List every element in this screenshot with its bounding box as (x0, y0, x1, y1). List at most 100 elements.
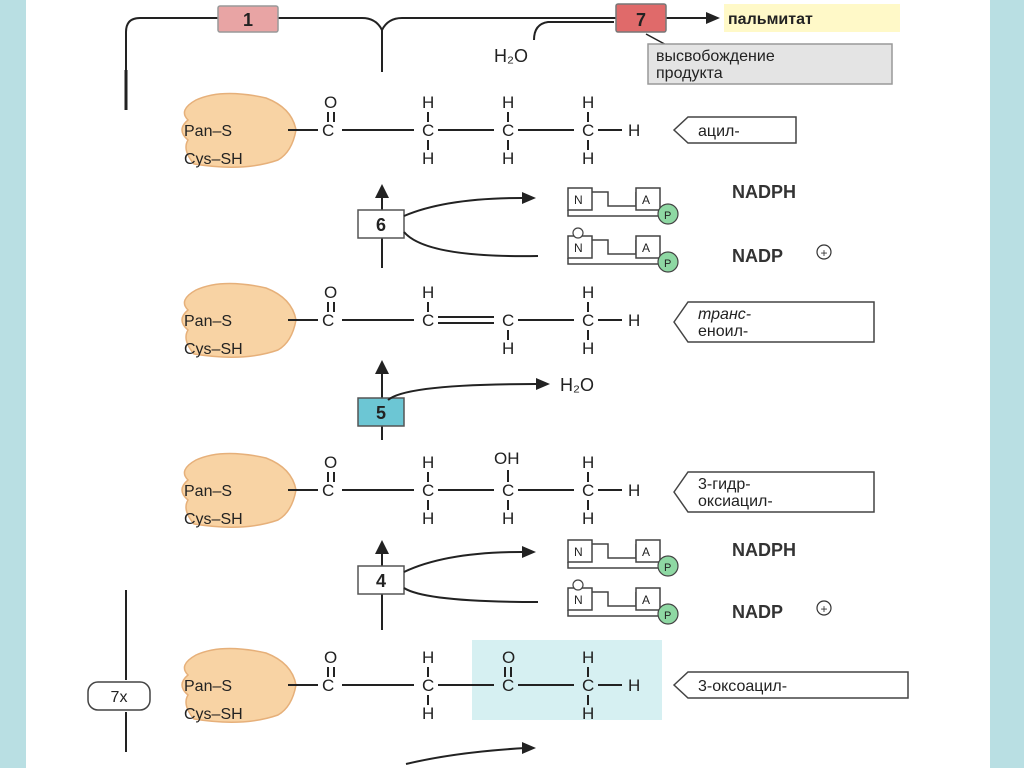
step-7-label: 7 (636, 10, 646, 30)
compound-label-text: еноил- (698, 323, 748, 340)
bottom-partial-arrow (405, 742, 536, 765)
svg-text:A: A (642, 193, 650, 207)
hydrogen-atom: H (502, 93, 514, 112)
enzyme-blob (181, 282, 297, 358)
compound-label-text: оксиацил- (698, 493, 773, 510)
compound-label-text: транс- (698, 306, 751, 323)
hydrogen-atom: H (422, 149, 434, 168)
hydrogen-atom: H (582, 93, 594, 112)
product-highlight (724, 4, 900, 32)
compound-label-text: 3-оксоацил- (698, 678, 787, 695)
hydrogen-atom: H (582, 453, 594, 472)
nadph-label-upper: NADPH (732, 182, 796, 202)
repeat-label: 7x (111, 689, 128, 706)
hydrogen-atom: H (422, 509, 434, 528)
keto-highlight (472, 640, 662, 720)
carbon-atom: C (322, 676, 334, 695)
water-output: H₂O (560, 375, 594, 395)
carbon-atom: C (502, 676, 514, 695)
carbon-atom: C (582, 311, 594, 330)
step-5-reaction: 5 H₂O (357, 360, 594, 440)
svg-text:P: P (664, 610, 671, 622)
carbon-atom: C (502, 481, 514, 500)
hydrogen-atom: H (502, 339, 514, 358)
nadp-label-upper: NADP (732, 246, 783, 266)
cys-sh-label: Cys–SH (184, 706, 243, 723)
compound-label-text: 3-гидр- (698, 476, 751, 493)
compound-label-tag (672, 116, 797, 144)
hydrogen-atom: H (422, 283, 434, 302)
cys-sh-label: Cys–SH (184, 341, 243, 358)
hydrogen-atom: H (582, 704, 594, 723)
step-4-box (357, 565, 405, 595)
svg-text:N: N (574, 545, 583, 559)
svg-text:P: P (664, 210, 671, 222)
hydrogen-atom: H (502, 149, 514, 168)
step-1-box (217, 5, 279, 33)
svg-text:N: N (574, 593, 583, 607)
svg-text:A: A (642, 593, 650, 607)
hydrogen-atom: H (422, 648, 434, 667)
hydrogen-atom: H (582, 149, 594, 168)
compound-label-tag (673, 471, 875, 513)
compound-label-text: ацил- (698, 123, 740, 140)
hydrogen-atom: H (628, 311, 640, 330)
oxygen-atom: O (324, 283, 337, 302)
carbon-atom: C (502, 121, 514, 140)
svg-text:+: + (820, 602, 827, 616)
svg-text:A: A (642, 545, 650, 559)
svg-text:N: N (574, 193, 583, 207)
nadp-label-lower: NADP (732, 602, 783, 622)
cys-sh-label: Cys–SH (184, 151, 243, 168)
release-label-1: высвобождение (656, 48, 775, 65)
cys-sh-label: Cys–SH (184, 511, 243, 528)
release-callout: высвобождение продукта (645, 33, 893, 85)
hydrogen-atom: H (582, 339, 594, 358)
carbon-atom: C (422, 121, 434, 140)
oxygen-atom: O (324, 93, 337, 112)
nadph-cofactor-icon: N A P (567, 187, 679, 225)
nadph-label-lower: NADPH (732, 540, 796, 560)
compound-label-tag (673, 301, 875, 343)
hydrogen-atom: H (422, 453, 434, 472)
step-6-box (357, 209, 405, 239)
hydrogen-atom: H (422, 93, 434, 112)
carbon-atom: C (422, 676, 434, 695)
carbon-atom: C (322, 121, 334, 140)
hydrogen-atom: H (582, 509, 594, 528)
plus-charge-icon: + (816, 244, 832, 260)
release-label-2: продукта (656, 65, 723, 82)
svg-text:P: P (664, 562, 671, 574)
carbon-atom: C (502, 311, 514, 330)
pan-s-label: Pan–S (184, 483, 232, 500)
svg-text:+: + (820, 246, 827, 260)
step-1-label: 1 (243, 10, 253, 30)
pan-s-label: Pan–S (184, 313, 232, 330)
step-4-reaction: 4 (357, 540, 539, 630)
svg-text:A: A (642, 241, 650, 255)
nadp-cofactor-icon: N A P (567, 227, 679, 273)
hydrogen-atom: H (502, 509, 514, 528)
carbon-atom: C (322, 311, 334, 330)
enzyme-blob (181, 452, 297, 528)
oxygen-atom: O (324, 648, 337, 667)
hydrogen-atom: H (628, 121, 640, 140)
enzyme-blob (181, 647, 297, 723)
svg-text:N: N (574, 241, 583, 255)
carbon-atom: C (582, 676, 594, 695)
pan-s-label: Pan–S (184, 678, 232, 695)
step-5-label: 5 (376, 403, 386, 423)
oxygen-atom: O (502, 648, 515, 667)
hydrogen-atom: H (628, 481, 640, 500)
carbon-atom: C (582, 481, 594, 500)
step-6-reaction: 6 (357, 184, 539, 268)
pan-s-label: Pan–S (184, 123, 232, 140)
slide: 1 7 пальмитат H₂O высвобождение продукта… (26, 0, 990, 768)
step-7-box (615, 3, 667, 33)
svg-text:P: P (664, 258, 671, 270)
repeat-box (87, 681, 151, 711)
nadph-cofactor-icon: N A P (567, 539, 679, 577)
